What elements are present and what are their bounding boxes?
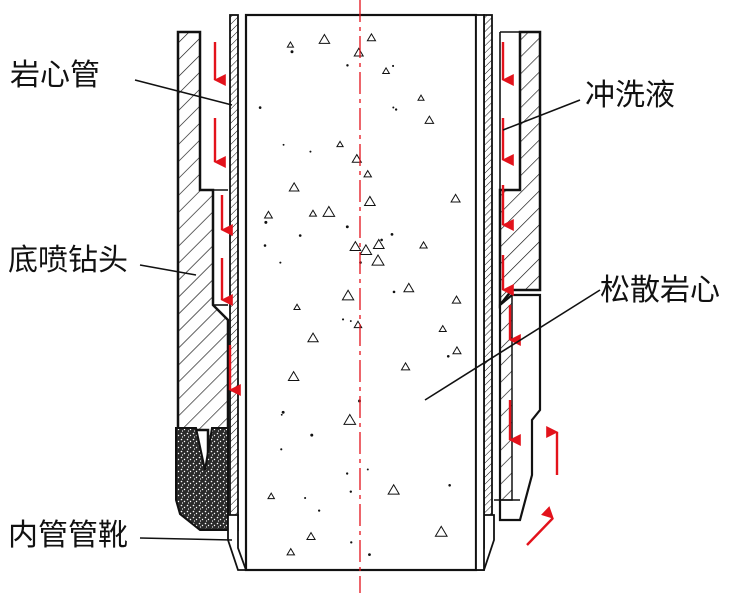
label-loose-core: 松散岩心 (600, 273, 720, 308)
return-flow-arrow (526, 506, 554, 546)
core-particle (392, 290, 396, 294)
core-particle (322, 205, 336, 217)
core-particle (280, 413, 283, 416)
core-particle (280, 448, 283, 451)
core-particle (349, 240, 362, 252)
core-particle (438, 324, 448, 333)
core-particle (293, 303, 301, 310)
right-bit-body (494, 30, 542, 522)
left-bit-body (176, 30, 230, 512)
core-particle (304, 496, 307, 500)
core-particle (298, 234, 302, 237)
core-particle (343, 413, 357, 425)
core-particle (419, 240, 429, 249)
core-particle (288, 181, 300, 192)
core-particle (263, 210, 274, 219)
core-particle (263, 244, 267, 247)
core-particle (417, 94, 425, 101)
core-particle (371, 254, 385, 266)
core-particle (318, 33, 331, 44)
core-particle (359, 243, 373, 256)
core-particle (290, 50, 294, 54)
loose-core-body (244, 0, 478, 593)
core-particle (267, 492, 276, 500)
core-particle (286, 40, 295, 48)
core-particle (279, 261, 282, 264)
core-particle (392, 64, 395, 68)
core-particle (366, 32, 377, 42)
core-particle (381, 66, 391, 75)
core-particle (387, 483, 401, 495)
core-particle (345, 225, 349, 229)
core-particle (363, 195, 377, 206)
core-particle (424, 115, 435, 124)
core-particle (392, 106, 395, 109)
core-particle (287, 370, 300, 381)
core-particle (394, 108, 398, 111)
core-particle (400, 361, 411, 371)
core-particle (318, 509, 321, 512)
core-particle (282, 143, 285, 146)
core-particle (451, 295, 462, 304)
core-particle (363, 169, 373, 178)
left-tube-shoe (175, 427, 229, 531)
core-particle (434, 525, 448, 537)
core-particle (452, 345, 462, 355)
core-particle (258, 106, 262, 109)
core-particle (349, 490, 352, 493)
core-particle (349, 320, 352, 323)
core-particle (368, 553, 371, 557)
core-particle (307, 332, 320, 343)
core-particle (346, 64, 349, 67)
core-particle (450, 193, 461, 203)
core-particle (446, 354, 450, 358)
core-particles (258, 32, 462, 557)
core-particle (309, 150, 312, 153)
core-particle (306, 531, 316, 541)
right-core-tube-wall (474, 14, 495, 571)
core-particle (341, 289, 355, 301)
core-particle (403, 282, 415, 293)
label-bottom-jet-bit: 底喷钻头 (8, 243, 128, 278)
core-particle (350, 541, 353, 544)
core-particle (353, 47, 365, 57)
core-particle (336, 140, 345, 148)
left-core-tube-wall (227, 14, 248, 571)
core-particle (281, 410, 285, 414)
core-particle (264, 220, 268, 224)
core-particle (390, 233, 394, 236)
label-inner-tube-shoe: 内管管靴 (8, 518, 128, 553)
core-particle (351, 153, 363, 163)
label-core-tube: 岩心管 (10, 58, 100, 93)
core-particle (310, 433, 314, 437)
core-particle (380, 238, 383, 242)
core-particle (366, 468, 369, 471)
core-particle (345, 472, 349, 475)
flow-arrows (213, 42, 559, 546)
leader-lines (134, 79, 601, 541)
core-particle (286, 547, 296, 556)
core-particle (341, 318, 345, 321)
label-flushing-fluid: 冲洗液 (585, 78, 675, 113)
core-particle (372, 238, 385, 250)
core-particle (308, 209, 318, 217)
core-particle (448, 484, 451, 487)
